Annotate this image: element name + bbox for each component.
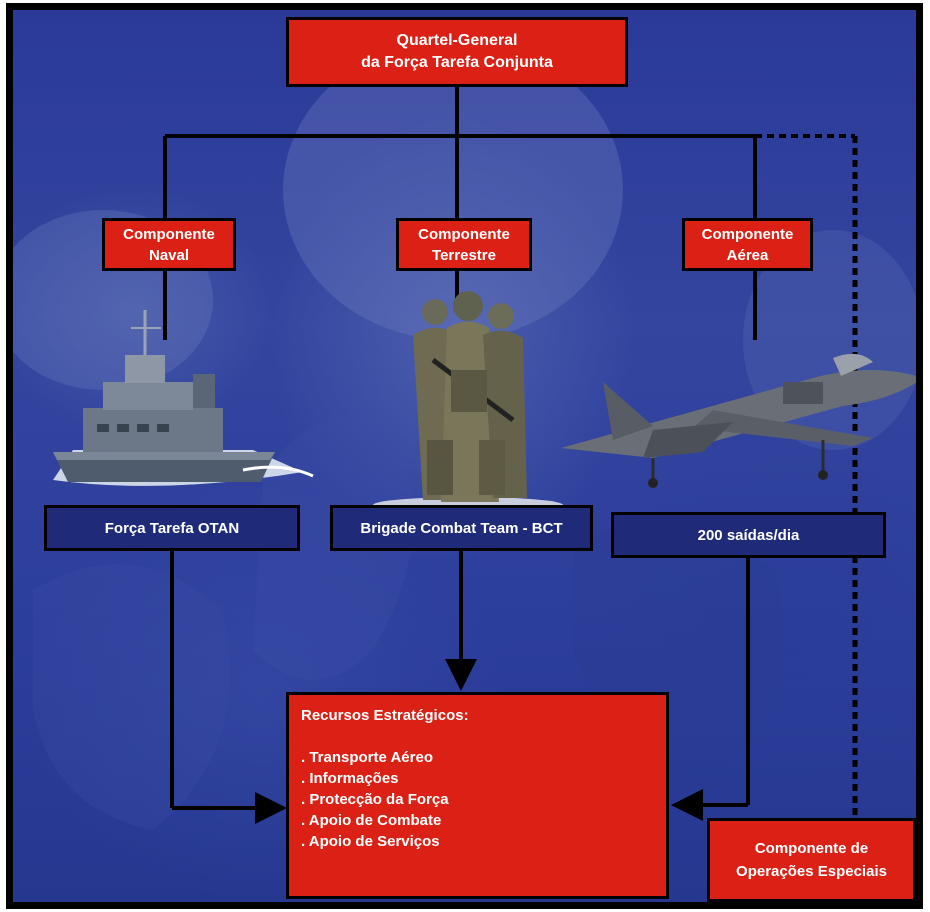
strategic-resource-item: . Protecção da Força [301, 791, 449, 808]
component-aerea-line2: Aérea [726, 246, 769, 264]
component-naval-box: Componente Naval [102, 218, 236, 271]
strategic-resource-item: . Apoio de Serviços [301, 833, 440, 850]
terrestre-asset-box: Brigade Combat Team - BCT [330, 505, 593, 551]
aerea-asset-label: 200 saídas/dia [697, 526, 800, 544]
component-naval-line2: Naval [148, 246, 190, 264]
naval-asset-box: Força Tarefa OTAN [44, 505, 300, 551]
special-operations-line2: Operações Especiais [736, 863, 887, 880]
component-terrestre-box: Componente Terrestre [396, 218, 532, 271]
component-aerea-box: Componente Aérea [682, 218, 813, 271]
component-terrestre-line1: Componente [418, 225, 510, 243]
special-operations-line1: Componente de [754, 840, 869, 857]
headquarters-box: Quartel-General da Força Tarefa Conjunta [286, 17, 628, 87]
naval-asset-label: Força Tarefa OTAN [104, 519, 240, 537]
component-naval-line1: Componente [123, 225, 215, 243]
component-aerea-line1: Componente [701, 225, 794, 243]
strategic-resources-box: Recursos Estratégicos: . Transporte Aére… [286, 692, 669, 899]
terrestre-asset-label: Brigade Combat Team - BCT [360, 519, 563, 537]
soldiers-photo [373, 291, 563, 513]
strategic-resource-item: . Transporte Aéreo [301, 749, 433, 766]
headquarters-line1: Quartel-General [396, 32, 518, 49]
strategic-resource-item: . Apoio de Combate [301, 812, 442, 829]
strategic-resources-spacer [301, 726, 666, 747]
diagram-canvas: Quartel-General da Força Tarefa Conjunta… [13, 10, 916, 902]
component-terrestre-line2: Terrestre [432, 246, 496, 264]
strategic-resource-item: . Informações [301, 770, 399, 787]
jet-photo [561, 353, 916, 488]
special-operations-box: Componente de Operações Especiais [707, 818, 916, 902]
aerea-asset-box: 200 saídas/dia [611, 512, 886, 558]
strategic-resources-title: Recursos Estratégicos: [301, 707, 469, 724]
headquarters-line2: da Força Tarefa Conjunta [361, 54, 553, 71]
frigate-photo [53, 310, 314, 486]
diagram-frame: Quartel-General da Força Tarefa Conjunta… [6, 3, 923, 909]
